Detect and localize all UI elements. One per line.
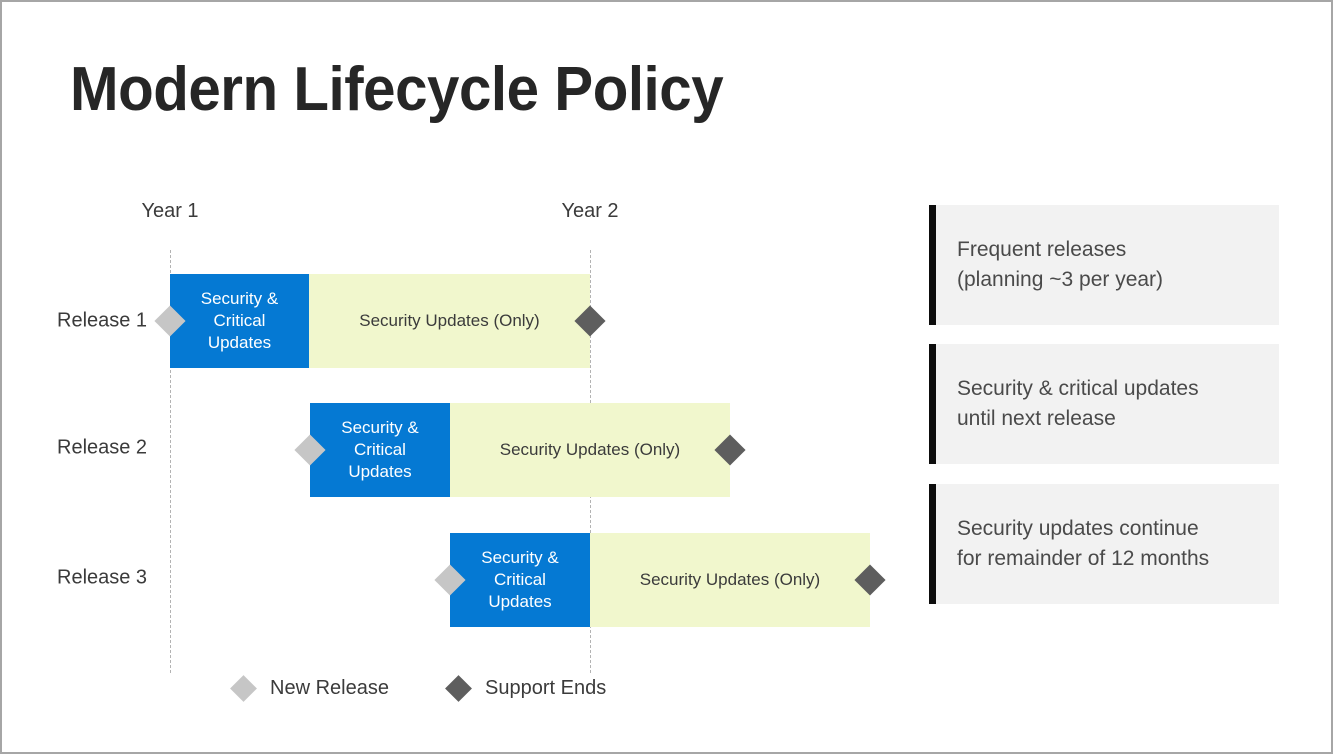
callout-security-critical-updates: Security & critical updates until next r… (929, 344, 1279, 464)
timeline-bar-release-3: Security & Critical Updates Security Upd… (450, 533, 870, 627)
callout-text-3: Security updates continue for remainder … (957, 517, 1210, 570)
callout-text-2: Security & critical updates until next r… (957, 377, 1199, 430)
segment-critical-updates-release-2: Security & Critical Updates (310, 403, 450, 497)
timeline-bar-release-2: Security & Critical Updates Security Upd… (310, 403, 730, 497)
gridline-year-1 (170, 250, 171, 673)
legend-item-support-ends: Support Ends (445, 674, 607, 702)
callout-text-1: Frequent releases (planning ~3 per year) (957, 238, 1164, 291)
page-title: Modern Lifecycle Policy (70, 55, 724, 124)
callout-frequent-releases: Frequent releases (planning ~3 per year) (929, 205, 1279, 325)
legend-item-new-release: New Release (230, 674, 389, 702)
diamond-icon-support-ends (445, 674, 472, 702)
segment-security-updates-release-1: Security Updates (Only) (309, 274, 590, 368)
diamond-icon-new-release (230, 674, 257, 702)
legend-label-support-ends: Support Ends (485, 676, 607, 699)
row-label-release-2: Release 2 (57, 436, 148, 459)
callout-security-updates-remainder: Security updates continue for remainder … (929, 484, 1279, 604)
timeline-bar-release-1: Security & Critical Updates Security Upd… (170, 274, 590, 368)
legend-label-new-release: New Release (270, 676, 389, 699)
segment-critical-updates-release-3: Security & Critical Updates (450, 533, 590, 627)
row-label-release-3: Release 3 (57, 566, 148, 589)
segment-critical-updates-release-1: Security & Critical Updates (170, 274, 309, 368)
row-label-release-1: Release 1 (57, 309, 148, 332)
segment-security-updates-release-2: Security Updates (Only) (450, 403, 730, 497)
axis-tick-year-2: Year 2 (561, 200, 619, 222)
axis-tick-year-1: Year 1 (141, 200, 199, 222)
segment-security-updates-release-3: Security Updates (Only) (590, 533, 870, 627)
